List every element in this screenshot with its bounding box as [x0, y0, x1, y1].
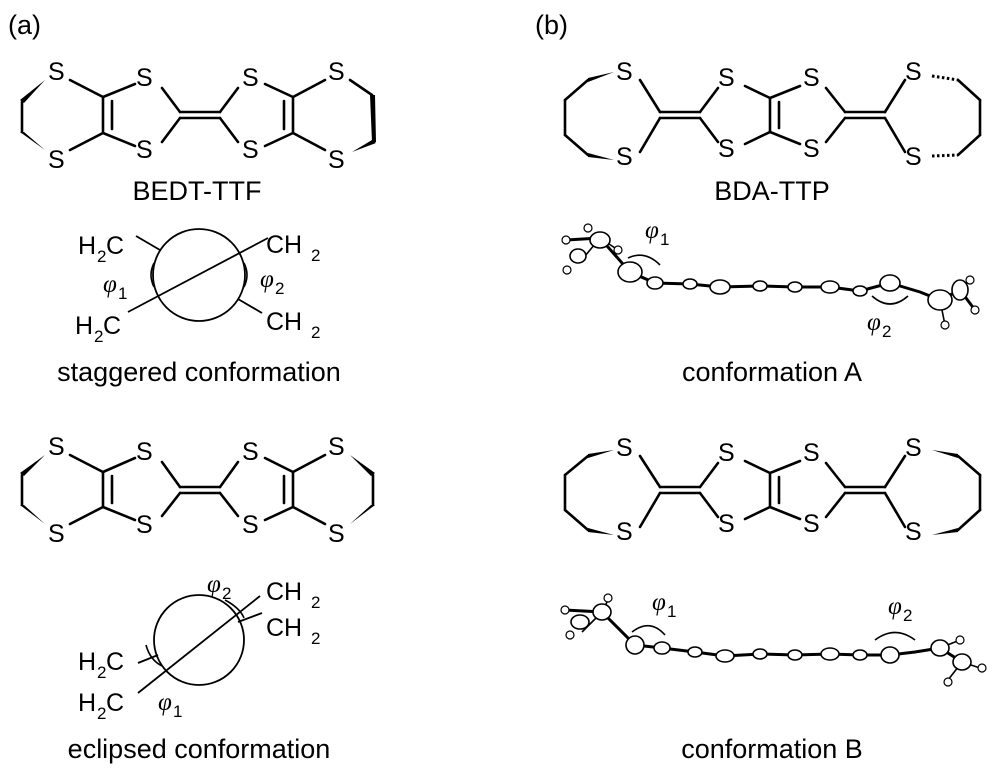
sulfur-atom: S	[48, 433, 65, 461]
sulfur-atom: S	[718, 439, 735, 467]
sulfur-atom: S	[803, 64, 820, 92]
eclipsed-caption: eclipsed conformation	[68, 734, 331, 764]
ch-group: CH	[266, 308, 302, 336]
c-atom: C	[106, 648, 124, 676]
phi2-label: φ	[867, 309, 881, 336]
sulfur-atom: S	[328, 58, 345, 86]
sulfur-atom: S	[718, 64, 735, 92]
phi1-subscript: 1	[667, 602, 676, 621]
h-atom: H	[78, 648, 96, 676]
panel-a-label: (a)	[8, 10, 41, 40]
h-atom: H	[78, 689, 96, 717]
panel-b-label: (b)	[535, 10, 568, 40]
sulfur-atom: S	[803, 510, 820, 538]
sulfur-atom: S	[136, 438, 153, 466]
bedt-ttf-name: BEDT-TTF	[133, 176, 262, 206]
subscript-2: 2	[97, 704, 106, 723]
sulfur-atom: S	[48, 58, 65, 86]
sulfur-atom: S	[136, 64, 153, 92]
c-atom: C	[103, 312, 121, 340]
staggered-caption: staggered conformation	[57, 357, 341, 387]
sulfur-atom: S	[48, 146, 65, 174]
sulfur-atom: S	[905, 434, 922, 462]
sulfur-atom: S	[616, 434, 633, 462]
sulfur-atom: S	[905, 58, 922, 86]
newman-staggered: H 2 C H 2 C CH 2 CH 2 φ 1 φ 2	[75, 228, 320, 346]
sulfur-atom: S	[242, 438, 259, 466]
sulfur-atom: S	[803, 135, 820, 163]
sulfur-atom: S	[616, 143, 633, 171]
sulfur-atom: S	[616, 58, 633, 86]
conformation-a-caption: conformation A	[682, 357, 862, 387]
sulfur-atom: S	[718, 135, 735, 163]
sulfur-atom: S	[48, 520, 65, 548]
sulfur-atom: S	[242, 64, 259, 92]
h-atom: H	[75, 312, 93, 340]
ortep-conformation-b: φ 1 φ 2	[560, 589, 987, 687]
phi2-label: φ	[207, 571, 221, 598]
sulfur-atom: S	[242, 136, 259, 164]
subscript-2: 2	[94, 327, 103, 346]
ch-group: CH	[266, 614, 302, 642]
conformation-b-caption: conformation B	[681, 734, 863, 764]
phi1-label: φ	[652, 589, 666, 616]
c-atom: C	[106, 689, 124, 717]
bda-ttp-structure-a: S S S S S S S S	[563, 58, 982, 171]
bedt-ttf-structure: S S S S S S S S	[20, 58, 376, 174]
phi1-label: φ	[645, 217, 659, 244]
sulfur-atom: S	[328, 520, 345, 548]
sulfur-atom: S	[136, 136, 153, 164]
ch-group: CH	[266, 231, 302, 259]
subscript-2: 2	[311, 246, 320, 265]
sulfur-atom: S	[328, 433, 345, 461]
h-atom: H	[78, 232, 96, 260]
phi1-subscript: 1	[660, 230, 669, 249]
bda-ttp-structure-b: S S S S S S S S	[563, 434, 982, 546]
phi2-label: φ	[888, 593, 902, 620]
subscript-2: 2	[311, 629, 320, 648]
sulfur-atom: S	[242, 511, 259, 539]
phi1-label: φ	[103, 271, 117, 298]
ortep-conformation-a: φ 1 φ 2	[561, 217, 980, 341]
sulfur-atom: S	[905, 143, 922, 171]
phi2-label: φ	[260, 266, 274, 293]
bedt-ttf-eclipsed-structure: S S S S S S S S	[20, 433, 375, 548]
subscript-2: 2	[97, 663, 106, 682]
phi1-label: φ	[158, 689, 172, 716]
phi2-subscript: 2	[882, 322, 891, 341]
phi2-subscript: 2	[903, 606, 912, 625]
c-atom: C	[106, 232, 124, 260]
subscript-2: 2	[311, 593, 320, 612]
phi1-subscript: 1	[173, 702, 182, 721]
sulfur-atom: S	[718, 510, 735, 538]
phi1-subscript: 1	[118, 284, 127, 303]
sulfur-atom: S	[803, 439, 820, 467]
subscript-2: 2	[97, 247, 106, 266]
sulfur-atom: S	[616, 518, 633, 546]
sulfur-atom: S	[136, 511, 153, 539]
sulfur-atom: S	[328, 146, 345, 174]
subscript-2: 2	[311, 323, 320, 342]
phi2-subscript: 2	[222, 584, 231, 603]
ch-group: CH	[266, 578, 302, 606]
bda-ttp-name: BDA-TTP	[714, 176, 830, 206]
phi2-subscript: 2	[275, 279, 284, 298]
sulfur-atom: S	[905, 518, 922, 546]
newman-eclipsed: φ 2 CH 2 CH 2 H 2 C H 2 C φ 1	[78, 571, 320, 723]
